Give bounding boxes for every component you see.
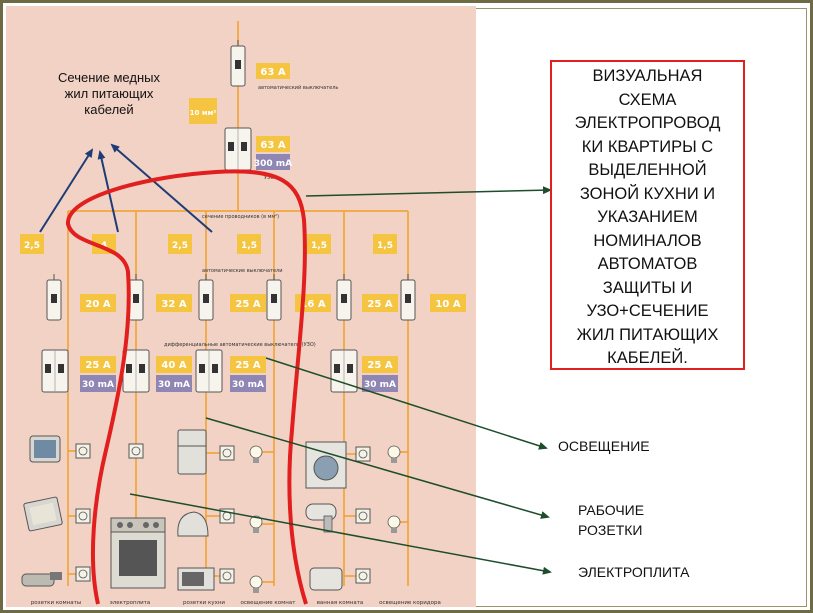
main-line: ВЫДЕЛЕННОЙ (588, 161, 707, 179)
dif-rating: 25 А (85, 360, 110, 371)
dif-rating: 25 А (367, 360, 392, 371)
sections-row-label: сечение проводников (в мм²) (202, 214, 279, 220)
dif-leak-badge (230, 375, 266, 392)
main-breaker-badge (256, 63, 290, 79)
hairdryer-icon (305, 503, 337, 533)
fridge-icon (177, 429, 207, 475)
main-line: НОМИНАЛОВ (593, 231, 702, 250)
dif-leak: 30 mA (82, 380, 114, 390)
breaker-rating: 25 А (367, 299, 392, 310)
caption-arrows (39, 143, 213, 233)
section-badge (373, 234, 397, 254)
main-line: УКАЗАНИЕМ (597, 208, 698, 226)
kitchen-zone-outline (65, 169, 308, 605)
bottom-label: электроплита (110, 600, 151, 606)
bottom-label: освещение комнат (241, 600, 297, 606)
main-line: ЭЛЕКТРОПРОВОД (574, 114, 721, 132)
appliances (21, 429, 347, 591)
main-rcd-leak: 300 mA (254, 159, 292, 169)
bottom-label: ванная комната (317, 600, 364, 606)
dif-leak-badge (362, 375, 398, 392)
main-rcd-caption: УЗО (264, 175, 274, 181)
main-breaker-rating: 63 А (260, 67, 285, 78)
breaker-badge (362, 294, 398, 312)
wiring-diagram-panel: 63 А автоматический выключатель 10 мм² 6… (6, 6, 476, 607)
main-line: УЗО+СЕЧЕНИЕ (586, 302, 709, 320)
washing-machine-icon (305, 441, 347, 489)
dif-badge (156, 356, 192, 373)
section-badge (237, 234, 261, 254)
dif-leak: 30 mA (232, 380, 264, 390)
dif-badge (80, 356, 116, 373)
breaker-rating: 20 А (85, 299, 110, 310)
stove-label: ЭЛЕКТРОПЛИТА (578, 564, 690, 580)
main-rcd-badge (256, 136, 290, 152)
main-rcd-rating: 63 А (260, 140, 285, 151)
section-value: 1,5 (241, 241, 257, 251)
bottom-label: освещение коридора (379, 600, 441, 606)
section-badge (20, 234, 44, 254)
monitor-icon (23, 496, 63, 532)
breakers-row-label: автоматические выключатели (202, 268, 282, 274)
section-badge (307, 234, 331, 254)
breaker-badge (156, 294, 192, 312)
section-value: 1,5 (311, 241, 327, 251)
main-line: АВТОМАТОВ (597, 255, 698, 273)
wiring-diagram: 63 А автоматический выключатель 10 мм² 6… (20, 21, 466, 606)
dif-badge (230, 356, 266, 373)
tv-icon (29, 435, 61, 463)
pointer-arrows (129, 186, 552, 575)
kettle-icon (177, 511, 209, 537)
caption-text: Сечение медных жил питающих кабелей (58, 70, 160, 117)
breaker-rating: 32 А (161, 299, 186, 310)
main-line: ЗАЩИТЫ И (602, 278, 693, 297)
bottom-labels: розетки комнаты электроплита розетки кух… (31, 600, 441, 606)
section-value: 2,5 (172, 241, 188, 251)
sockets-label-line2: РОЗЕТКИ (578, 522, 643, 538)
dif-leak: 30 mA (158, 380, 190, 390)
main-line: ЖИЛ ПИТАЮЩИХ (576, 325, 719, 344)
section-value: 2,5 (24, 241, 40, 251)
bottom-label: розетки кухни (183, 600, 225, 606)
breaker-badge (80, 294, 116, 312)
section-badge (168, 234, 192, 254)
dif-leak: 30 mA (364, 380, 396, 390)
breaker-badge (230, 294, 266, 312)
breaker-rating: 10 А (435, 299, 460, 310)
dif-rating: 40 А (161, 360, 186, 371)
microwave-icon (177, 567, 215, 591)
main-rcd-leak-badge (256, 154, 290, 170)
main-cable-section: 10 мм² (190, 109, 217, 117)
breaker-badge (430, 294, 466, 312)
dif-leak-badge (80, 375, 116, 392)
dif-badge (362, 356, 398, 373)
lighting-label: ОСВЕЩЕНИЕ (558, 438, 650, 454)
dif-row: 25 А 30 mA 40 А 30 mA 25 А 30 mA 25 А 30… (41, 349, 398, 393)
main-line: ВИЗУАЛЬНАЯ (592, 67, 703, 85)
stove-icon (110, 517, 166, 589)
main-cable-badge (189, 98, 217, 124)
main-line: ЗОНОЙ КУХНИ И (579, 184, 716, 203)
breaker-rating: 16 А (300, 299, 325, 310)
breaker-rating: 25 А (235, 299, 260, 310)
drill-icon (21, 572, 62, 587)
dif-leak-badge (156, 375, 192, 392)
main-line: КАБЕЛЕЙ. (607, 349, 688, 367)
toaster-icon (309, 567, 343, 591)
bottom-label: розетки комнаты (31, 600, 81, 606)
sockets-label-line1: РАБОЧИЕ (578, 502, 645, 518)
main-description-box: ВИЗУАЛЬНАЯ СХЕМА ЭЛЕКТРОПРОВОД КИ КВАРТИ… (550, 60, 745, 370)
main-line: СХЕМА (618, 90, 677, 109)
main-line: КИ КВАРТИРЫ С (581, 137, 714, 156)
main-breaker-caption: автоматический выключатель (258, 84, 338, 91)
dif-rating: 25 А (235, 360, 260, 371)
difs-row-label: дифференциальные автоматические выключат… (164, 342, 316, 348)
section-value: 1,5 (377, 241, 393, 251)
